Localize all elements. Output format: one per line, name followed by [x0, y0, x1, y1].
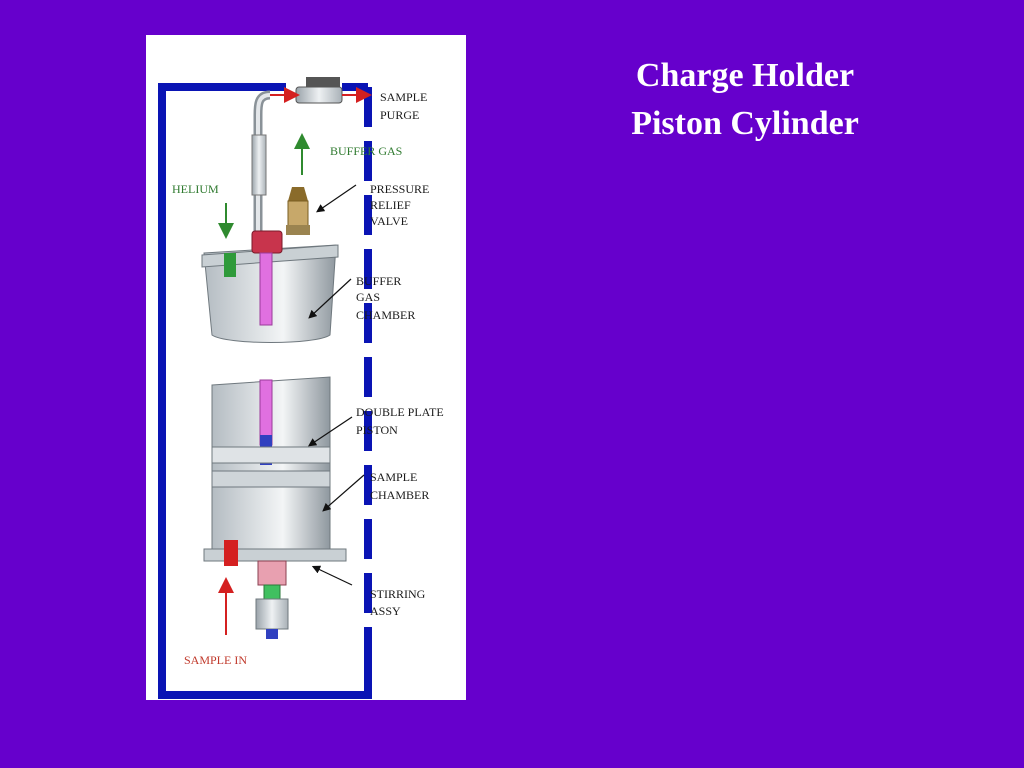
buffer-gas-chamber	[201, 230, 339, 343]
label-pressure-relief-3: VALVE	[370, 214, 408, 228]
piston-cylinder	[203, 376, 347, 566]
label-sample-chamber-1: SAMPLE	[370, 470, 417, 484]
label-double-plate-piston-1: DOUBLE PLATE	[356, 405, 444, 419]
slide-title: Charge Holder Piston Cylinder	[580, 52, 910, 148]
label-sample-in: SAMPLE IN	[184, 653, 247, 667]
purge-valve	[270, 77, 372, 104]
title-line-1: Charge Holder	[635, 57, 855, 94]
label-double-plate-piston-2: PISTON	[356, 423, 398, 437]
label-sample-purge-2: PURGE	[380, 108, 419, 122]
label-pressure-relief-1: PRESSURE	[370, 182, 429, 196]
label-buffer-gas-chamber-2: GAS	[356, 290, 380, 304]
label-stirring-assy-2: ASSY	[370, 604, 401, 618]
title-line-2: Piston Cylinder	[631, 105, 859, 142]
piston-cylinder-diagram: SAMPLE PURGE BUFFER GAS HELIUM PRESSURE …	[146, 35, 466, 700]
pressure-relief-valve	[286, 187, 310, 235]
vent-tube	[251, 90, 271, 240]
label-sample-chamber-2: CHAMBER	[370, 488, 429, 502]
label-buffer-gas-chamber-1: BUFFER	[356, 274, 401, 288]
diagram-canvas: SAMPLE PURGE BUFFER GAS HELIUM PRESSURE …	[158, 77, 444, 699]
label-stirring-assy-1: STIRRING	[370, 587, 426, 601]
label-sample-purge-1: SAMPLE	[380, 90, 427, 104]
label-buffer-gas-chamber-3: CHAMBER	[356, 308, 415, 322]
label-helium: HELIUM	[172, 182, 219, 196]
label-buffer-gas: BUFFER GAS	[330, 144, 402, 158]
stirring-assembly	[255, 560, 289, 639]
leader-lines	[308, 184, 365, 586]
label-pressure-relief-2: RELIEF	[370, 198, 411, 212]
